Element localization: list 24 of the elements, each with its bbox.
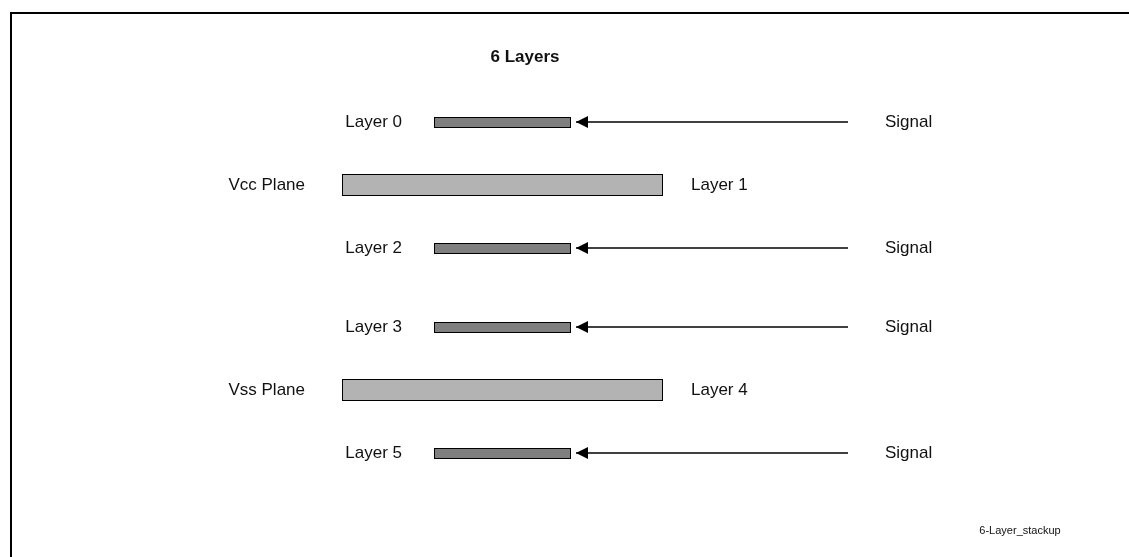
layer-label: Layer 4 [691, 380, 748, 400]
arrow [575, 116, 849, 128]
signal-layer-bar [434, 447, 571, 459]
signal-layer-bar [434, 116, 571, 128]
plane-layer-bar [342, 379, 663, 401]
signal-label: Signal [885, 443, 933, 463]
signal-label: Signal [885, 238, 933, 258]
plane-label: Vss Plane [228, 380, 305, 400]
layer-label: Layer 3 [345, 317, 402, 337]
arrow [575, 242, 849, 254]
layer-label: Layer 0 [345, 112, 402, 132]
arrow [575, 447, 849, 459]
signal-label: Signal [885, 112, 933, 132]
signal-layer-bar [434, 242, 571, 254]
plane-layer-bar [342, 174, 663, 196]
layer-label: Layer 1 [691, 175, 748, 195]
signal-label: Signal [885, 317, 933, 337]
arrow [575, 321, 849, 333]
layer-label: Layer 5 [345, 443, 402, 463]
plane-label: Vcc Plane [228, 175, 305, 195]
diagram-title: 6 Layers [490, 47, 560, 67]
signal-layer-bar [434, 321, 571, 333]
layer-label: Layer 2 [345, 238, 402, 258]
figure-caption: 6-Layer_stackup [979, 523, 1061, 538]
